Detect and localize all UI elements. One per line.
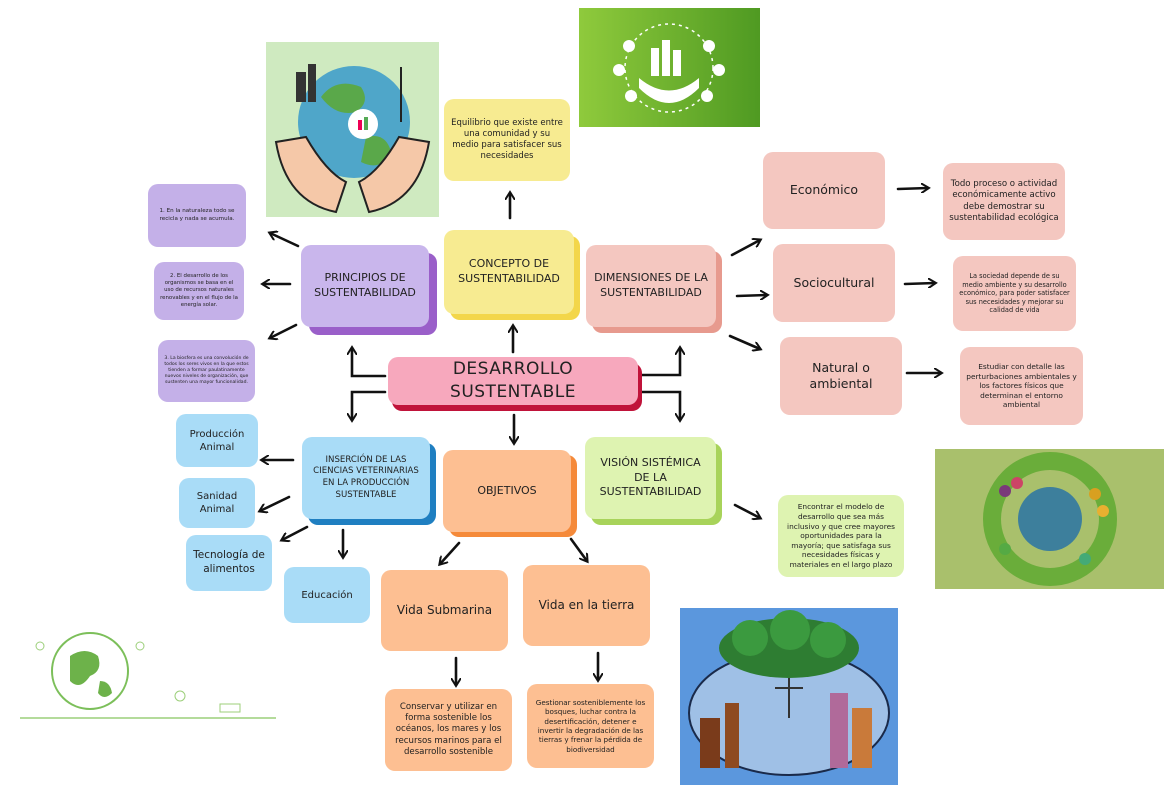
vision-desc: Encontrar el modelo de desarrollo que se… bbox=[778, 495, 904, 577]
insercion-sanidad[interactable]: Sanidad Animal bbox=[179, 478, 255, 528]
objetivo-vida-submarina[interactable]: Vida Submarina bbox=[381, 570, 508, 651]
dimension-sociocultural-desc: La sociedad depende de su medio ambiente… bbox=[953, 256, 1076, 331]
concepto-definition: Equilibrio que existe entre una comunida… bbox=[444, 99, 570, 181]
vision-title: VISIÓN SISTÉMICA DE LA SUSTENTABILIDAD bbox=[585, 437, 716, 519]
arrow-dim-sociocultural bbox=[735, 295, 767, 296]
dimension-natural[interactable]: Natural o ambiental bbox=[780, 337, 902, 415]
insercion-tecnologia[interactable]: Tecnología de alimentos bbox=[186, 535, 272, 591]
forest-city-art-image bbox=[680, 608, 898, 785]
arrow-center-principios bbox=[352, 348, 387, 378]
recycling-people-image bbox=[935, 449, 1164, 589]
arrow-dim-natural bbox=[728, 334, 760, 349]
objetivo-vida-tierra-desc: Gestionar sosteniblemente los bosques, l… bbox=[527, 684, 654, 768]
concepto-node[interactable]: CONCEPTO DE SUSTENTABILIDAD bbox=[444, 230, 580, 320]
arrow-center-dimensiones bbox=[640, 348, 680, 377]
insercion-educacion[interactable]: Educación bbox=[284, 567, 370, 623]
objetivos-node[interactable]: OBJETIVOS bbox=[443, 450, 577, 537]
principios-node[interactable]: PRINCIPIOS DE SUSTENTABILIDAD bbox=[301, 245, 437, 335]
arrow-ins-sanidad bbox=[260, 495, 291, 511]
arrow-center-vision bbox=[640, 390, 680, 420]
insercion-produccion[interactable]: Producción Animal bbox=[176, 414, 258, 467]
principios-title: PRINCIPIOS DE SUSTENTABILIDAD bbox=[301, 245, 429, 327]
dimension-economico[interactable]: Económico bbox=[763, 152, 885, 229]
dimension-natural-desc: Estudiar con detalle las perturbaciones … bbox=[960, 347, 1083, 425]
green-city-hands-image bbox=[579, 8, 760, 127]
arrow-principio-1 bbox=[270, 233, 300, 248]
principio-item-2: 2. El desarrollo de los organismos se ba… bbox=[154, 262, 244, 320]
hands-globe-image bbox=[266, 42, 439, 217]
center-node[interactable]: DESARROLLO SUSTENTABLE bbox=[388, 357, 642, 411]
arrow-center-insercion bbox=[352, 390, 387, 420]
objetivo-vida-tierra[interactable]: Vida en la tierra bbox=[523, 565, 650, 646]
arrow-obj-tierra bbox=[569, 537, 587, 561]
arrow-sociocultural-desc bbox=[903, 283, 935, 284]
objetivo-vida-submarina-desc: Conservar y utilizar en forma sostenible… bbox=[385, 689, 512, 771]
arrow-vision-desc bbox=[733, 503, 760, 518]
dimension-economico-desc: Todo proceso o actividad económicamente … bbox=[943, 163, 1065, 240]
objetivos-title: OBJETIVOS bbox=[443, 450, 571, 532]
insercion-title: INSERCIÓN DE LAS CIENCIAS VETERINARIAS E… bbox=[302, 437, 430, 519]
arrow-ins-tecnologia bbox=[282, 525, 309, 540]
globe-line-art-image bbox=[20, 616, 276, 722]
center-title: DESARROLLO SUSTENTABLE bbox=[388, 357, 638, 405]
arrow-obj-submarina bbox=[440, 541, 461, 564]
arrow-principio-3 bbox=[270, 323, 298, 338]
arrow-dim-economico bbox=[730, 240, 760, 257]
arrow-economico-desc bbox=[896, 188, 928, 189]
dimensiones-title: DIMENSIONES DE LA SUSTENTABILIDAD bbox=[586, 245, 716, 327]
principio-item-3: 3. La biosfera es una convolución de tod… bbox=[158, 340, 255, 402]
dimension-sociocultural[interactable]: Sociocultural bbox=[773, 244, 895, 322]
insercion-node[interactable]: INSERCIÓN DE LAS CIENCIAS VETERINARIAS E… bbox=[302, 437, 436, 525]
dimensiones-node[interactable]: DIMENSIONES DE LA SUSTENTABILIDAD bbox=[586, 245, 722, 333]
principio-item-1: 1. En la naturaleza todo se recicla y na… bbox=[148, 184, 246, 247]
vision-node[interactable]: VISIÓN SISTÉMICA DE LA SUSTENTABILIDAD bbox=[585, 437, 722, 525]
concepto-title: CONCEPTO DE SUSTENTABILIDAD bbox=[444, 230, 574, 314]
